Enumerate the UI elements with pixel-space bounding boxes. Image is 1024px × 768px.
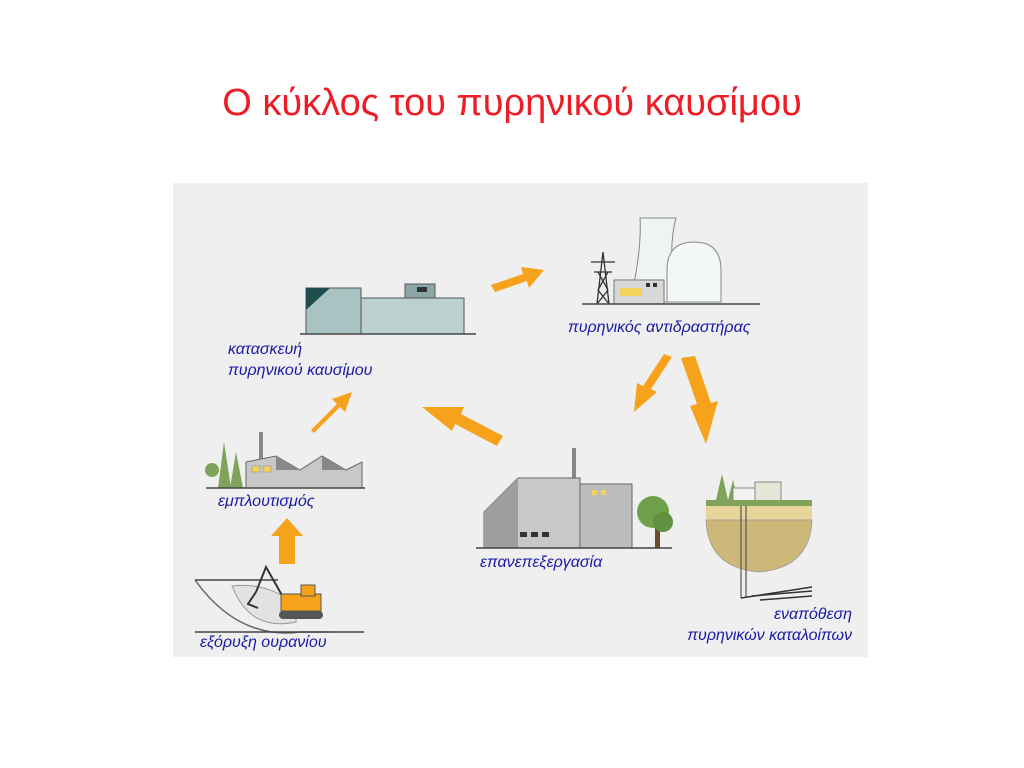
waste-disposal-icon bbox=[705, 474, 813, 601]
label-waste-disposal-line1: εναπόθεση bbox=[773, 606, 852, 623]
fuel-fabrication-plant-icon bbox=[300, 283, 476, 335]
arrow-mining-to-enrichment bbox=[271, 518, 303, 564]
diagram-panel bbox=[173, 183, 868, 657]
arrow-fabrication-to-reactor bbox=[491, 267, 544, 292]
arrow-enrichment-to-fabrication bbox=[311, 392, 352, 433]
page-title: Ο κύκλος του πυρηνικού καυσίμου bbox=[222, 82, 802, 124]
label-fuel-fabrication: κατασκευή πυρηνικού καυσίμου bbox=[228, 339, 372, 381]
label-fuel-fabrication-line1: κατασκευή bbox=[228, 341, 303, 358]
enrichment-plant-icon bbox=[205, 432, 365, 489]
reprocessing-plant-icon bbox=[476, 448, 673, 549]
label-uranium-mining: εξόρυξη ουρανίου bbox=[200, 634, 327, 651]
nuclear-reactor-icon bbox=[582, 217, 760, 305]
label-waste-disposal-line2: πυρηνικών καταλοίπων bbox=[687, 627, 852, 644]
label-fuel-fabrication-line2: πυρηνικού καυσίμου bbox=[228, 362, 373, 379]
arrow-reactor-to-reprocessing bbox=[634, 354, 672, 412]
uranium-mining-icon bbox=[194, 564, 364, 634]
arrow-reprocessing-to-fabrication bbox=[422, 407, 503, 446]
label-waste-disposal: εναπόθεση πυρηνικών καταλοίπων bbox=[640, 604, 852, 646]
label-enrichment: εμπλουτισμός bbox=[218, 493, 315, 510]
label-nuclear-reactor: πυρηνικός αντιδραστήρας bbox=[568, 319, 751, 336]
arrow-reactor-to-disposal bbox=[681, 356, 718, 444]
label-reprocessing: επανεπεξεργασία bbox=[480, 554, 603, 571]
